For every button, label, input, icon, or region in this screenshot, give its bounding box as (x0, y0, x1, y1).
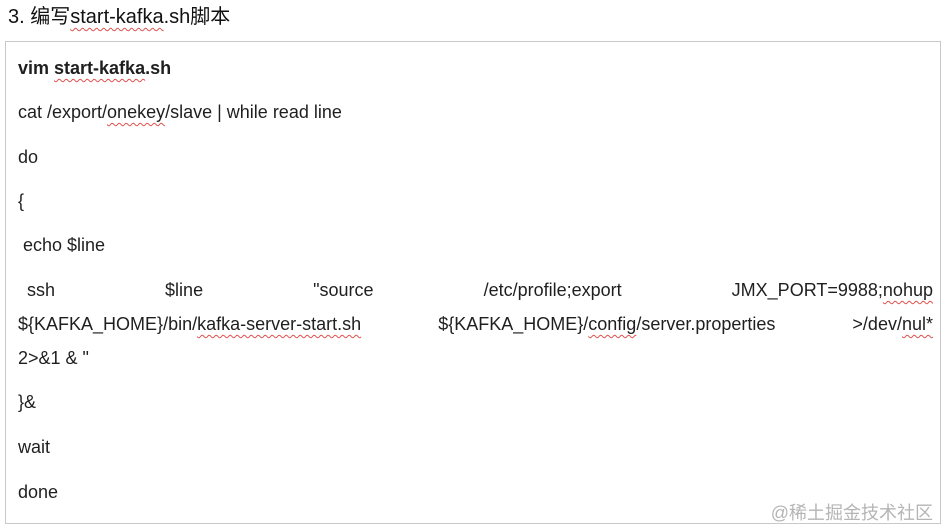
heading-number: 3. (8, 6, 31, 28)
code-line-wait: wait (18, 437, 51, 457)
code-line-ssh-continued: ${KAFKA_HOME}/bin/kafka-server-start.sh … (18, 314, 933, 334)
spellcheck-word: nul* (901, 314, 933, 334)
spellcheck-word: onekey (107, 102, 166, 122)
code-line-do: do (18, 147, 39, 167)
heading-text: 编写 (30, 6, 71, 28)
spellcheck-word: config (588, 314, 637, 334)
spellcheck-word: start-kafka (54, 58, 146, 78)
code-line-ssh: ssh $line "source /etc/profile;export JM… (27, 280, 933, 300)
spellcheck-word: nohup (882, 280, 933, 300)
watermark: @稀土掘金技术社区 (770, 503, 933, 523)
code-line-cat: cat /export/onekey/slave | while read li… (18, 102, 342, 122)
code-line-echo: echo $line (18, 235, 106, 255)
spellcheck-word: kafka-server-start.sh (197, 314, 362, 334)
heading-suffix: .sh脚本 (163, 6, 231, 28)
code-line-open-brace: { (18, 191, 25, 211)
section-heading: 3. 编写start-kafka.sh脚本 (8, 4, 230, 30)
code-line-done: done (18, 482, 59, 502)
code-line-close-brace: }& (18, 392, 37, 412)
code-line-vim: vim start-kafka.sh (18, 58, 172, 78)
code-line-redirect: 2>&1 & " (18, 348, 89, 368)
heading-filename: start-kafka (70, 6, 164, 28)
